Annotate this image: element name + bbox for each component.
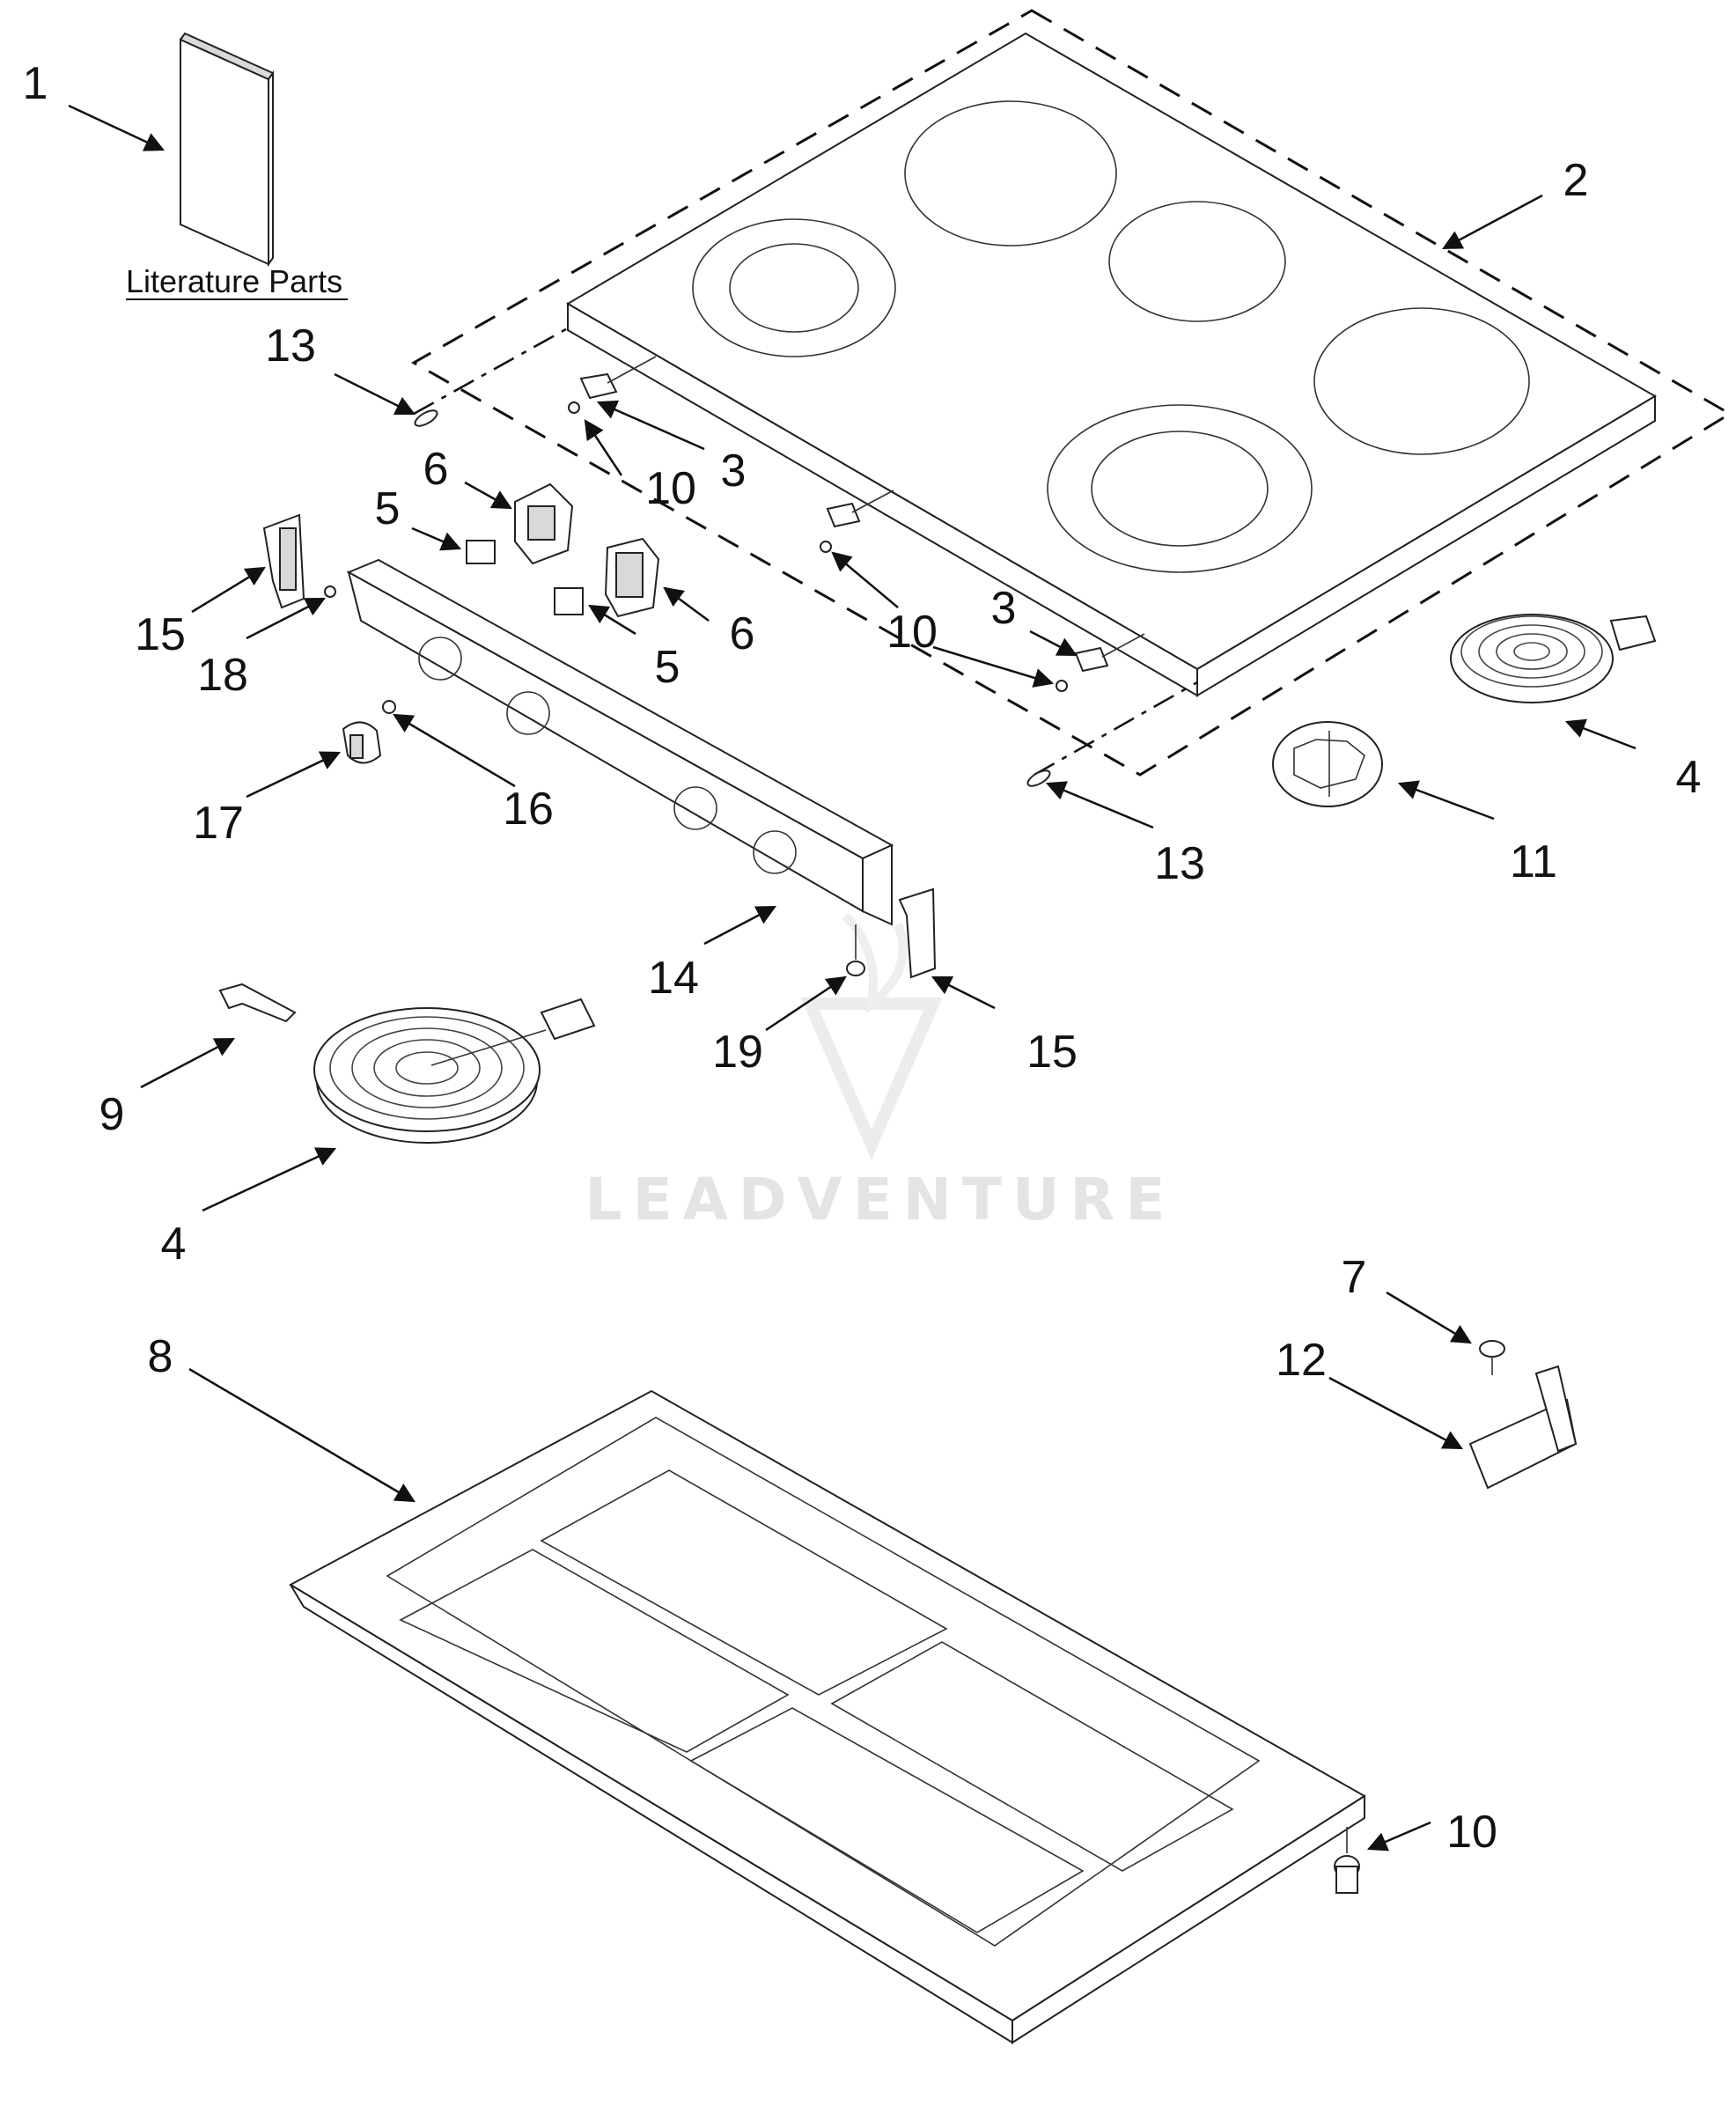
watermark: LEADVENTURE	[585, 912, 1176, 1233]
callout-5-top: 5	[375, 483, 401, 534]
screw-18	[324, 585, 336, 598]
callout-10-top: 10	[645, 463, 696, 514]
plate-5-top	[466, 540, 496, 564]
literature-parts-label: Literature Parts	[126, 263, 342, 299]
screw-10-c	[1056, 680, 1068, 692]
cooktop-bracket-left	[579, 356, 657, 400]
callout-7: 7	[1342, 1252, 1367, 1303]
callout-15-right: 15	[1026, 1027, 1078, 1078]
radiant-element-left	[313, 998, 596, 1144]
callout-10-mid: 10	[886, 607, 938, 658]
control-knob	[342, 721, 382, 764]
plate-5-bottom	[554, 587, 584, 615]
callout-arrows	[68, 104, 1637, 1852]
element-shield	[1272, 721, 1383, 807]
screw-7	[1479, 1340, 1505, 1375]
callout-3-top: 3	[721, 445, 747, 497]
screw-10-a	[568, 401, 580, 414]
callout-5-bottom: 5	[655, 642, 680, 693]
callout-13-top: 13	[265, 320, 316, 372]
end-cap-right	[898, 887, 937, 979]
literature-parts-booklet: Literature Parts	[126, 32, 348, 300]
cooktop-glass	[410, 9, 1732, 777]
callout-labels: 1 2 13 10 3 6 5 15 18 6 5 10 3 4 11 13 1…	[23, 58, 1702, 1858]
switch-6-bottom	[604, 537, 660, 618]
callout-6-top: 6	[423, 444, 449, 495]
control-console	[346, 558, 894, 926]
callout-12: 12	[1276, 1335, 1327, 1386]
screw-10-bottom	[1334, 1827, 1360, 1894]
screw-16	[382, 700, 396, 714]
callout-15-left: 15	[135, 609, 186, 660]
callout-8: 8	[148, 1331, 173, 1382]
end-cap-left	[262, 513, 305, 609]
screw-13-top	[414, 409, 438, 427]
callout-14: 14	[648, 953, 699, 1004]
callout-4-left: 4	[161, 1218, 187, 1270]
callout-18: 18	[197, 650, 248, 701]
callout-1: 1	[23, 58, 48, 109]
callout-16: 16	[503, 784, 554, 835]
callout-3-mid: 3	[991, 583, 1017, 634]
screw-10-b	[820, 541, 832, 553]
watermark-logo	[800, 998, 943, 1160]
watermark-text: LEADVENTURE	[585, 1166, 1176, 1233]
cooktop-bracket-mid	[826, 490, 894, 528]
callout-4-right: 4	[1676, 752, 1702, 803]
callout-6-bottom: 6	[730, 608, 755, 659]
callout-10-bottom: 10	[1446, 1807, 1497, 1858]
callout-13-bottom: 13	[1154, 838, 1205, 889]
element-clip	[218, 983, 297, 1023]
callout-11: 11	[1510, 836, 1557, 887]
radiant-element-right	[1450, 614, 1657, 703]
screw-19	[846, 924, 865, 976]
bracket-12	[1468, 1365, 1578, 1490]
callout-2: 2	[1563, 155, 1589, 206]
burner-box	[288, 1389, 1366, 2044]
screw-13-bottom	[1026, 769, 1051, 787]
switch-6-top	[514, 482, 574, 565]
callout-19: 19	[712, 1027, 763, 1078]
callout-9: 9	[99, 1089, 125, 1140]
cooktop-bracket-right	[1074, 633, 1145, 673]
callout-17: 17	[193, 798, 244, 849]
